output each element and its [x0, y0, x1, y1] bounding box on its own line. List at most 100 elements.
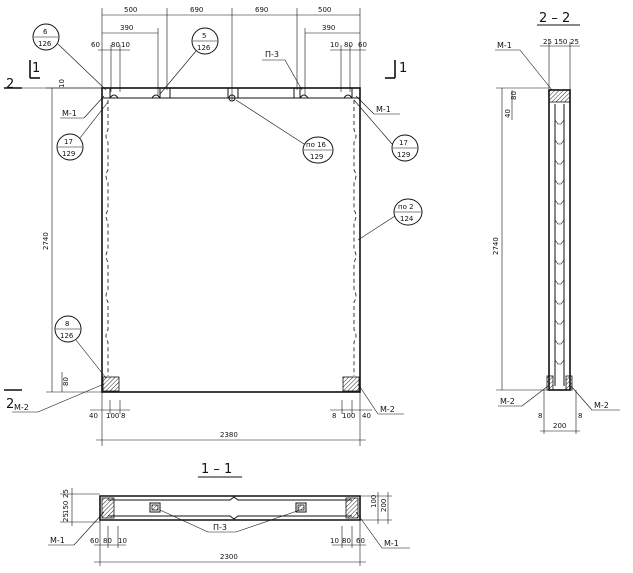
dim-390-left: 390 — [120, 24, 133, 32]
section-2-2-outline — [548, 89, 571, 391]
section-1-1: 1 – 1 25 150 25 100 200 М-1 М-1 П-3 — [48, 462, 410, 566]
svg-text:1: 1 — [32, 61, 40, 76]
dim-1-1-left-150: 150 — [62, 501, 70, 514]
dim-390-right: 390 — [322, 24, 335, 32]
label-2-2-m2-left: М-2 — [500, 397, 515, 406]
svg-text:8: 8 — [65, 320, 69, 328]
front-view: 500 690 690 500 390 390 60 80 10 10 80 6… — [4, 6, 423, 446]
label-m2-right: М-2 — [380, 405, 395, 414]
svg-text:17: 17 — [399, 139, 408, 147]
dim-small-left-60: 60 — [91, 41, 100, 49]
lifting-loop — [228, 94, 236, 102]
dim-bottom-left-100: 100 — [106, 412, 119, 420]
dim-width: 2380 — [220, 431, 238, 439]
dim-top-small: 10 — [58, 79, 66, 88]
dim-1-1-left-25a: 25 — [62, 489, 70, 498]
dim-2-2-height: 2740 — [492, 237, 500, 255]
left-key-line — [105, 100, 109, 376]
top-slot-4 — [299, 87, 353, 99]
svg-text:126: 126 — [197, 44, 211, 52]
callout-po16-129: по 16 129 — [235, 99, 334, 164]
label-m2-left: М-2 — [14, 403, 29, 412]
svg-text:126: 126 — [38, 40, 52, 48]
label-1-1-m1-right: М-1 — [384, 539, 399, 548]
dim-small-left-80: 80 — [111, 41, 120, 49]
svg-text:129: 129 — [310, 153, 323, 161]
dim-1-1-left-25b: 25 — [62, 513, 70, 522]
dim-top-1: 500 — [124, 6, 137, 14]
dim-2-2-side-40: 40 — [504, 109, 512, 118]
dim-1-1-right-100: 100 — [370, 495, 378, 508]
section-2-2: 2 – 2 25 150 25 М-1 2740 40 80 М-2 — [492, 11, 620, 434]
section-2-2-notches — [554, 119, 565, 365]
dim-1-1-bottom-right-60: 60 — [356, 537, 365, 545]
label-1-1-p3: П-3 — [213, 523, 227, 532]
svg-text:17: 17 — [64, 138, 73, 146]
section-2-2-title: 2 – 2 — [539, 11, 570, 26]
callout-8-126: 8 126 — [54, 315, 107, 379]
dim-bottom-left-8: 8 — [121, 412, 125, 420]
svg-text:6: 6 — [43, 28, 48, 36]
top-slot-3 — [237, 87, 295, 99]
callout-17-129-left: 17 129 — [56, 101, 109, 161]
label-p3: П-3 — [265, 50, 279, 59]
dim-1-1-width: 2300 — [220, 553, 238, 561]
svg-text:129: 129 — [62, 150, 75, 158]
dim-small-right-60: 60 — [358, 41, 367, 49]
dim-2-2-side-80: 80 — [510, 91, 518, 100]
label-2-2-m2-right: М-2 — [594, 401, 609, 410]
dim-top-3: 690 — [255, 6, 268, 14]
callout-17-129-right: 17 129 — [353, 99, 419, 162]
dim-1-1-bottom-right-80: 80 — [342, 537, 351, 545]
dim-1-1-bottom-right-10: 10 — [330, 537, 339, 545]
callout-5-126: 5 126 — [159, 27, 219, 95]
dim-1-1-bottom-left-80: 80 — [103, 537, 112, 545]
label-m1-left: М-1 — [62, 109, 77, 118]
dim-bottom-small: 80 — [62, 377, 70, 386]
dim-2-2-bottom-8a: 8 — [538, 412, 542, 420]
svg-text:126: 126 — [60, 332, 74, 340]
section-1-1-end-left — [101, 497, 115, 519]
dim-2-2-top-150: 150 — [554, 38, 567, 46]
dim-small-right-10: 10 — [330, 41, 339, 49]
right-key-line — [353, 100, 357, 376]
dim-top-4: 500 — [318, 6, 331, 14]
dim-2-2-top-25a: 25 — [543, 38, 552, 46]
top-slot-2 — [169, 87, 229, 99]
top-slot-1 — [109, 87, 161, 99]
embedded-plate-right — [342, 376, 360, 392]
section-2-2-core — [554, 104, 565, 386]
dim-2-2-width: 200 — [553, 422, 566, 430]
callout-po2-124: по 2 124 — [357, 198, 423, 241]
section-1-1-title: 1 – 1 — [201, 462, 232, 477]
dim-bottom-right-40: 40 — [362, 412, 371, 420]
dim-1-1-bottom-left-60: 60 — [90, 537, 99, 545]
dim-bottom-left-40: 40 — [89, 412, 98, 420]
label-1-1-m1-left: М-1 — [50, 536, 65, 545]
section-1-1-loop-left — [149, 502, 161, 513]
embedded-plate-left — [102, 376, 120, 392]
section-mark-2-bottom: 2 — [6, 397, 14, 412]
section-mark-2-top: 2 — [6, 77, 14, 92]
svg-text:124: 124 — [400, 215, 414, 223]
dim-small-right-80: 80 — [344, 41, 353, 49]
dim-bottom-right-8: 8 — [332, 412, 336, 420]
dim-small-left-10: 10 — [121, 41, 130, 49]
section-1-1-end-right — [345, 497, 359, 519]
dim-bottom-right-100: 100 — [342, 412, 355, 420]
svg-text:129: 129 — [397, 151, 410, 159]
dim-1-1-bottom-left-10: 10 — [118, 537, 127, 545]
dim-2-2-top-25b: 25 — [570, 38, 579, 46]
dim-2-2-bottom-8b: 8 — [578, 412, 582, 420]
svg-text:5: 5 — [202, 32, 206, 40]
dim-height: 2740 — [42, 232, 50, 250]
dim-top-2: 690 — [190, 6, 203, 14]
panel-outline — [101, 87, 361, 393]
svg-text:по 2: по 2 — [398, 203, 414, 211]
callout-6-126: 6 126 — [32, 23, 107, 91]
svg-text:по 16: по 16 — [306, 141, 327, 149]
label-2-2-m1: М-1 — [497, 41, 512, 50]
svg-text:1: 1 — [399, 61, 407, 76]
section-1-1-loop-right — [295, 502, 307, 513]
